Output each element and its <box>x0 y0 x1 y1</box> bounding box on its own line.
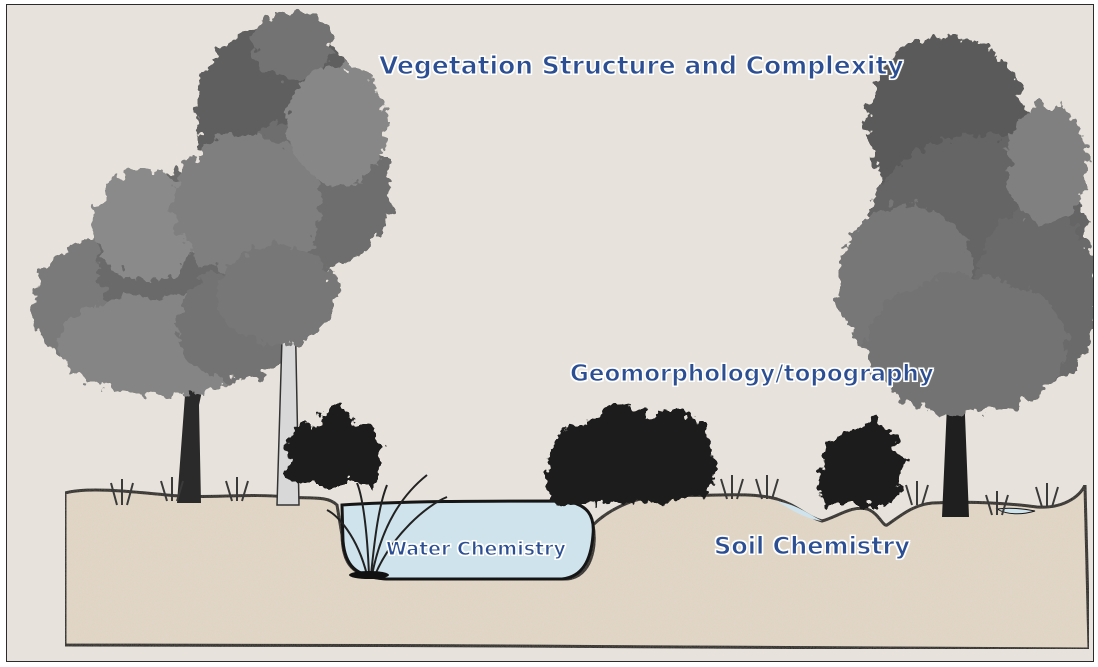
wetland-cross-section-illustration <box>32 10 1093 651</box>
birch-tree-left <box>172 10 392 506</box>
shrub-center <box>547 404 716 505</box>
soil-chemistry-label: Soil Chemistry <box>713 532 911 561</box>
water-puddle-far-right <box>995 507 1036 515</box>
diagram-canvas: Vegetation Structure and Complexity Geom… <box>6 4 1094 662</box>
shrub-left <box>286 406 380 485</box>
grass-tufts <box>110 475 1059 516</box>
oak-tree-right <box>837 35 1093 517</box>
water-puddle-right <box>777 501 822 521</box>
shrub-right <box>818 419 903 505</box>
water-chemistry-label: Water Chemistry <box>386 538 567 561</box>
reed-plant <box>326 474 448 579</box>
geomorphology-label: Geomorphology/topography <box>570 361 935 388</box>
vegetation-structure-label: Vegetation Structure and Complexity <box>379 51 905 81</box>
